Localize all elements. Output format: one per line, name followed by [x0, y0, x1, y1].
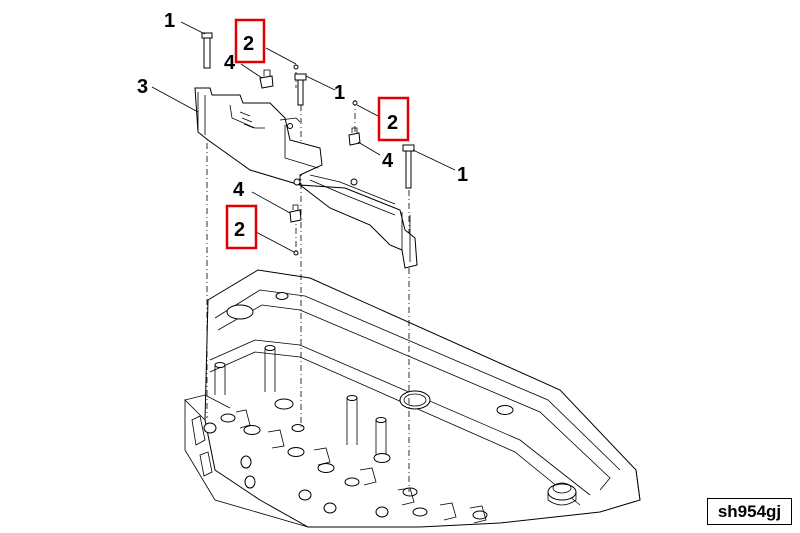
bolt-left — [201, 32, 213, 69]
callout-4-lower: 4 — [233, 179, 245, 201]
callout-4-top: 4 — [224, 52, 236, 74]
highlight-box-top — [234, 18, 266, 64]
callout-1-top: 1 — [164, 10, 175, 32]
clip-top — [259, 69, 274, 89]
screw-right — [352, 100, 358, 106]
clip-lower — [289, 204, 302, 223]
highlight-box-right — [377, 96, 410, 142]
leader-lines — [151, 21, 456, 253]
callout-1-right: 1 — [457, 164, 468, 186]
head-bolt-bosses — [203, 398, 488, 520]
callout-2-right: 2 — [387, 112, 398, 134]
cylinder-head — [184, 269, 641, 528]
highlight-box-lower — [225, 204, 258, 250]
screw-top — [293, 64, 299, 70]
bolt-center — [294, 73, 307, 106]
callout-2-top: 2 — [243, 33, 254, 55]
head-studs — [214, 345, 387, 460]
wiring-harness-bracket — [194, 87, 418, 269]
callout-3: 3 — [137, 76, 148, 98]
callout-4-right: 4 — [382, 150, 394, 172]
screw-lower — [293, 250, 299, 256]
callout-2-lower: 2 — [234, 219, 245, 241]
bolt-right — [402, 144, 415, 189]
reference-code-label: sh954gj — [707, 498, 792, 525]
callout-1-mid: 1 — [334, 82, 345, 104]
